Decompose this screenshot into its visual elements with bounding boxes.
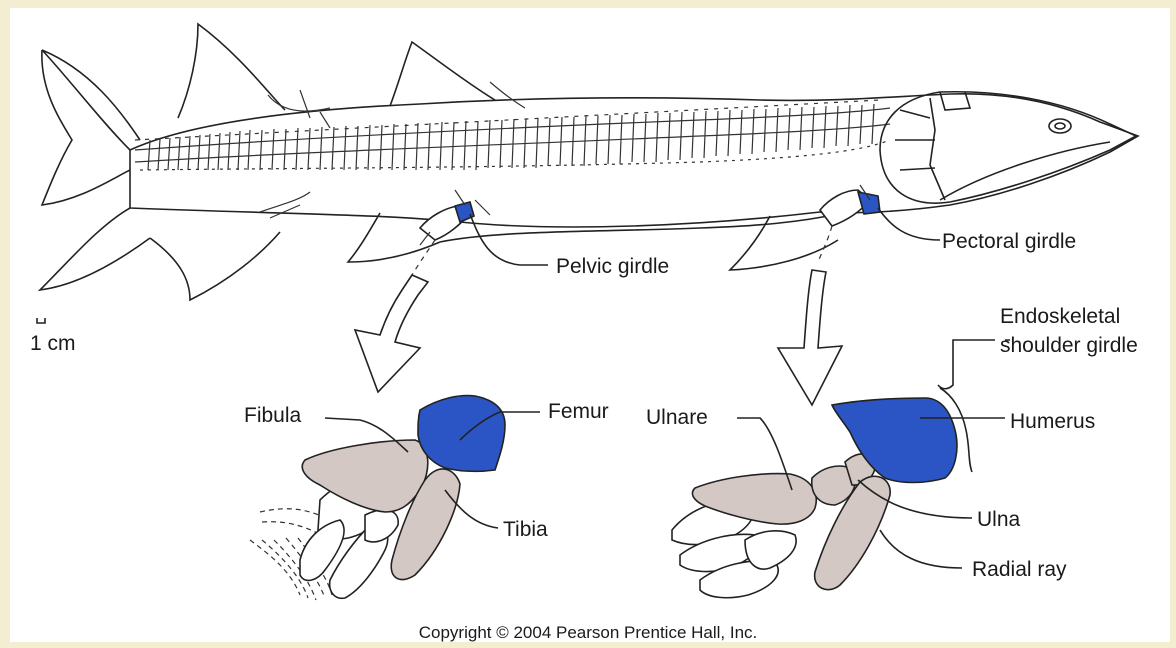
radial-ray-leader — [880, 530, 962, 568]
skull — [880, 92, 1136, 203]
pelvic-leader — [470, 214, 548, 265]
endoskeletal-label-line2: shoulder girdle — [1000, 334, 1138, 357]
copyright-text: Copyright © 2004 Pearson Prentice Hall, … — [419, 623, 758, 642]
humerus-label: Humerus — [1010, 410, 1095, 433]
femur-label: Femur — [548, 400, 609, 423]
fibula-label: Fibula — [244, 404, 302, 427]
vertebral-column — [135, 82, 890, 218]
pelvic-girdle-label: Pelvic girdle — [556, 255, 669, 278]
pectoral-leader — [878, 208, 940, 240]
scale-label: 1 cm — [30, 332, 76, 355]
pectoral-girdle-shape — [820, 185, 880, 226]
pectoral-girdle-label: Pectoral girdle — [942, 230, 1076, 253]
scale-bar — [37, 318, 45, 323]
radial-ray-label: Radial ray — [972, 558, 1067, 581]
ulna-label: Ulna — [977, 508, 1021, 531]
ulnare-label: Ulnare — [646, 406, 708, 429]
pelvic-arrow — [355, 240, 435, 392]
tibia-label: Tibia — [503, 518, 548, 541]
endoskeletal-label-line1: Endoskeletal — [1000, 305, 1120, 328]
pectoral-arrow — [778, 226, 842, 405]
pectoral-limb — [672, 388, 972, 598]
